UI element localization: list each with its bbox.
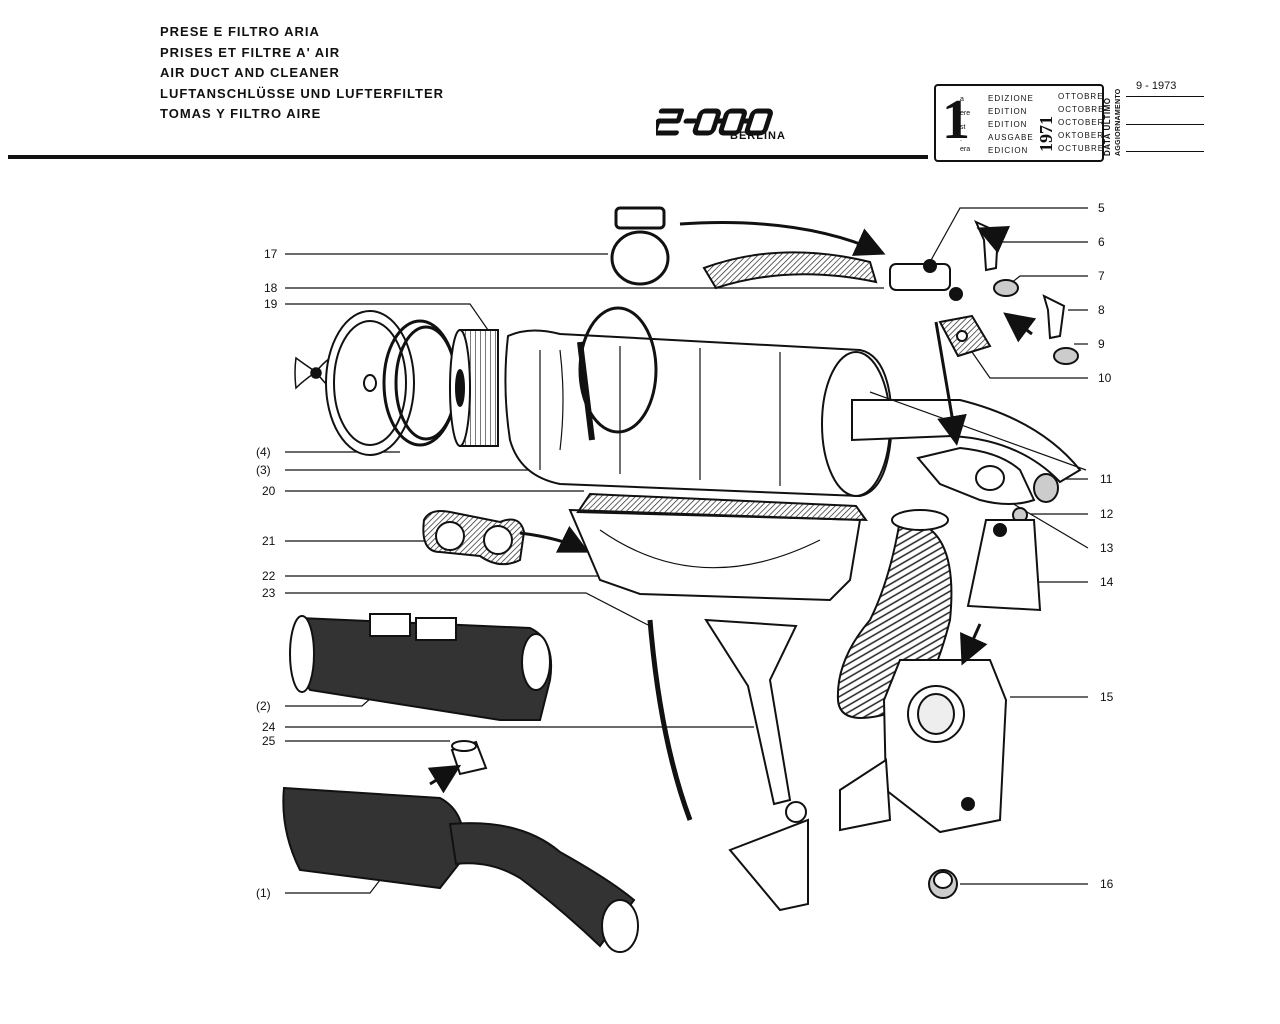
callout-label: 10 xyxy=(1098,371,1112,385)
callout-label: 16 xyxy=(1100,877,1114,891)
data-ultimo-line1: DATA ULTIMO xyxy=(1103,97,1112,156)
grommet-part xyxy=(928,869,958,899)
edition-word: AUSGABE xyxy=(988,133,1034,142)
filter-base-part xyxy=(568,492,868,602)
edition-sup: st xyxy=(960,124,966,131)
callout-label: 15 xyxy=(1100,690,1114,704)
callout-label: 14 xyxy=(1100,575,1114,589)
callout-label: 11 xyxy=(1100,472,1113,486)
union-fitting-part xyxy=(889,259,963,301)
callout-label: 9 xyxy=(1098,337,1105,351)
edition-word: EDITION xyxy=(988,120,1028,129)
callout-label: (4) xyxy=(256,445,271,459)
data-ultimo-label: DATA ULTIMO AGGIORNAMENTO xyxy=(1103,88,1122,156)
air-cleaner-body-part xyxy=(504,329,894,498)
edition-sup: era xyxy=(960,146,971,153)
callout-label: 7 xyxy=(1098,269,1105,283)
update-line xyxy=(1126,124,1204,125)
title-block: PRESE E FILTRO ARIA PRISES ET FILTRE A' … xyxy=(160,22,444,125)
right-callouts: 5 6 7 8 9 10 11 12 13 14 15 16 xyxy=(1098,201,1114,891)
callout-label: 23 xyxy=(262,586,276,600)
gasket-part xyxy=(938,314,992,358)
edition-sup: . xyxy=(960,136,962,143)
outlet-pipe-part xyxy=(851,391,1087,484)
data-ultimo-line2: AGGIORNAMENTO xyxy=(1115,88,1122,156)
callout-label: 17 xyxy=(264,247,278,261)
screw-part xyxy=(974,220,1066,340)
seal-ring-part xyxy=(382,319,458,447)
callout-label: 18 xyxy=(264,281,278,295)
edition-month: OCTUBRE xyxy=(1058,144,1105,153)
intake-box-part xyxy=(839,659,1008,834)
callout-label: 6 xyxy=(1098,235,1105,249)
update-date: 9 - 1973 xyxy=(1136,80,1177,92)
callout-label: 8 xyxy=(1098,303,1105,317)
callout-label: 5 xyxy=(1098,201,1105,215)
edition-word: EDITION xyxy=(988,107,1028,116)
hose-clip-part xyxy=(610,206,670,286)
callout-label: 22 xyxy=(262,569,276,583)
callout-label: (3) xyxy=(256,463,271,477)
callout-label: 25 xyxy=(262,734,276,748)
edition-month: OTTOBRE xyxy=(1058,92,1104,101)
left-callouts: 17 18 19 (4) (3) 20 21 22 23 (2) 24 25 (… xyxy=(256,247,278,900)
model-subtitle: BERLINA xyxy=(730,130,786,142)
callout-label: 13 xyxy=(1100,541,1114,555)
edition-number: 1 xyxy=(942,89,970,151)
edition-month: OKTOBER xyxy=(1058,131,1104,140)
filter-element-part xyxy=(449,329,499,447)
edition-word: EDIZIONE xyxy=(988,94,1034,103)
callout-label: 21 xyxy=(262,534,276,548)
edition-month: OCTOBRE xyxy=(1058,105,1105,114)
edition-month: OCTOBER xyxy=(1058,118,1105,127)
title-english: AIR DUCT AND CLEANER xyxy=(160,65,340,80)
edition-year-text: 1971 xyxy=(1036,116,1056,152)
callout-label: (1) xyxy=(256,886,271,900)
header-rule xyxy=(8,155,928,159)
support-strap-part xyxy=(704,618,809,912)
callout-label: 19 xyxy=(264,297,278,311)
bracket-part xyxy=(966,519,1042,612)
direction-arrows xyxy=(427,221,1037,794)
edition-sup: a xyxy=(960,96,964,103)
model-logo xyxy=(656,108,773,136)
update-line xyxy=(1126,151,1204,152)
cleaner-assembly-1-part xyxy=(282,786,639,953)
drain-tube-part xyxy=(647,619,693,821)
washer-part xyxy=(993,279,1079,365)
edition-sup: ere xyxy=(960,110,971,117)
title-french: PRISES ET FILTRE A' AIR xyxy=(160,44,341,60)
callout-label: 24 xyxy=(262,720,276,734)
carburettor-adapter-part xyxy=(916,446,1059,523)
cleaner-assembly-2-part xyxy=(289,613,553,721)
update-line xyxy=(1126,96,1204,97)
title-spanish: TOMAS Y FILTRO AIRE xyxy=(160,106,322,121)
clamp-band-part xyxy=(577,306,658,441)
callout-label: 12 xyxy=(1100,507,1114,521)
edition-year: 1971 xyxy=(1036,116,1056,152)
edition-word: EDICION xyxy=(988,146,1029,155)
edition-box: 1 a ere st . era EDIZIONE EDITION EDITIO… xyxy=(934,84,1104,162)
title-german: LUFTANSCHLÜSSE UND LUFTERFILTER xyxy=(160,85,444,101)
bush-part xyxy=(450,740,488,776)
callout-label: 20 xyxy=(262,484,276,498)
breather-hose-part xyxy=(702,251,878,290)
callout-label: (2) xyxy=(256,699,271,713)
manifold-gasket-part xyxy=(422,510,526,566)
title-italian: PRESE E FILTRO ARIA xyxy=(160,24,320,39)
